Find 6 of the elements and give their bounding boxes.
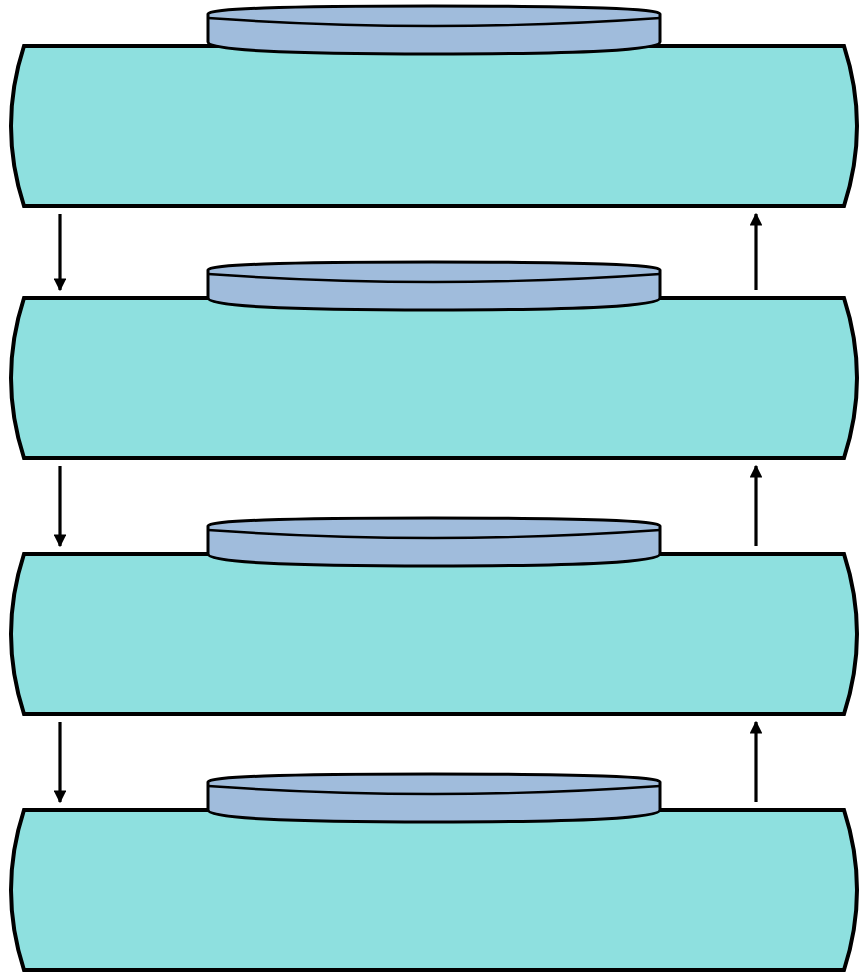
arrow bbox=[53, 214, 67, 292]
arrow bbox=[749, 212, 763, 290]
arrow bbox=[749, 464, 763, 546]
arrow bbox=[53, 466, 67, 548]
arrow bbox=[749, 720, 763, 802]
arrow bbox=[53, 722, 67, 804]
